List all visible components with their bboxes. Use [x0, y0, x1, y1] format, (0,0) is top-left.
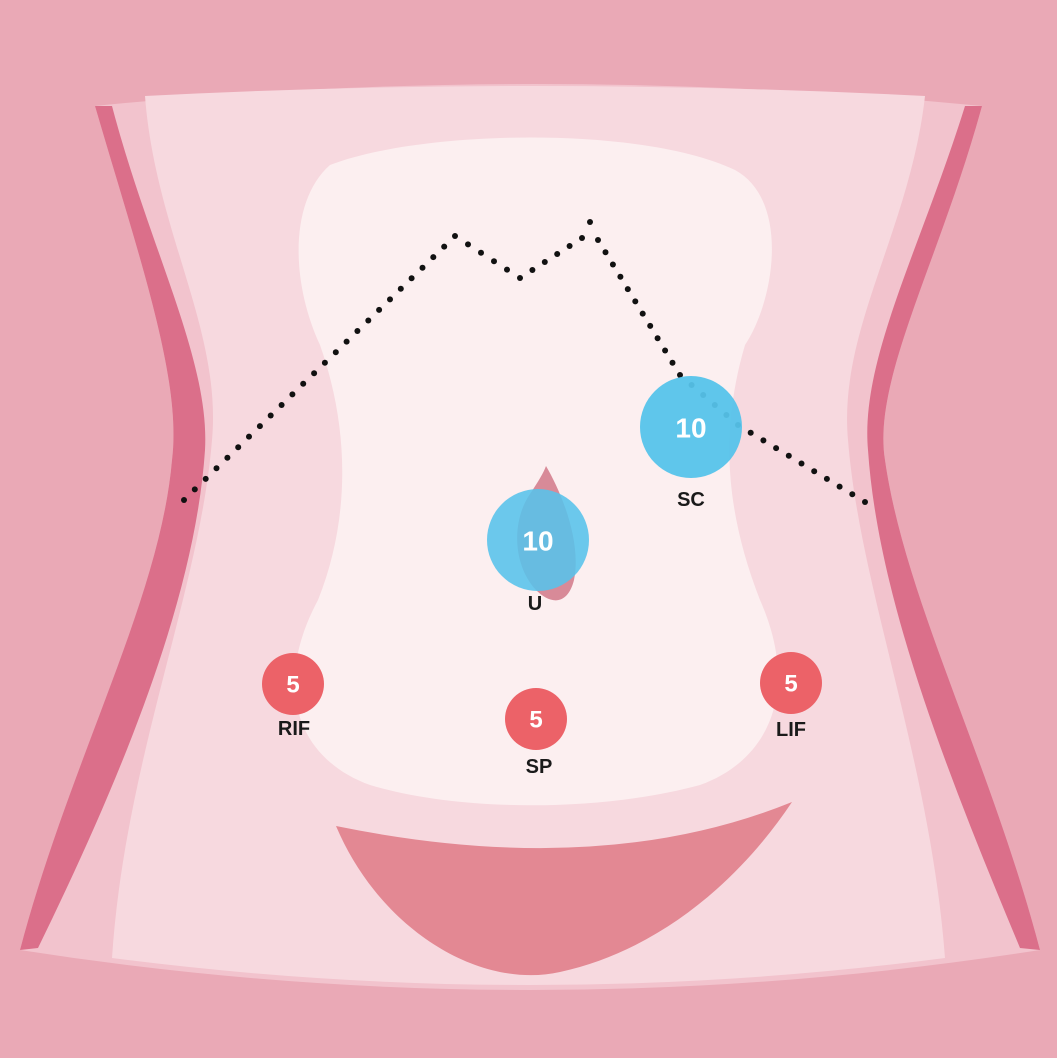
costal-dot [837, 484, 843, 490]
port-u-value: 10 [522, 526, 553, 557]
costal-dot [760, 437, 766, 443]
costal-dot [773, 445, 779, 451]
costal-dot [333, 349, 339, 355]
costal-dot [647, 323, 653, 329]
costal-dot [517, 275, 523, 281]
costal-dot [257, 423, 263, 429]
costal-dot [192, 486, 198, 492]
costal-dot [579, 235, 585, 241]
costal-dot [542, 259, 548, 265]
costal-dot [398, 286, 404, 292]
port-sp-label: SP [526, 756, 553, 778]
costal-dot [625, 286, 631, 292]
costal-dot [441, 244, 447, 250]
costal-dot [670, 360, 676, 366]
costal-dot [824, 476, 830, 482]
costal-dot [365, 318, 371, 324]
costal-dot [595, 237, 601, 243]
port-sc-value: 10 [675, 413, 706, 444]
costal-dot [279, 402, 285, 408]
costal-dot [529, 267, 535, 273]
port-sp-value: 5 [529, 707, 542, 734]
costal-dot [311, 370, 317, 376]
costal-dot [224, 455, 230, 461]
costal-dot [811, 468, 817, 474]
costal-dot [322, 360, 328, 366]
costal-dot [376, 307, 382, 313]
costal-dot [799, 461, 805, 467]
costal-dot [430, 254, 436, 260]
costal-dot [387, 296, 393, 302]
costal-dot [289, 391, 295, 397]
costal-dot [452, 233, 458, 239]
costal-dot [587, 219, 593, 225]
port-lif-value: 5 [784, 671, 797, 698]
port-rif-label: RIF [278, 718, 310, 740]
costal-dot [862, 499, 868, 505]
port-rif-value: 5 [286, 672, 299, 699]
costal-dot [662, 348, 668, 354]
costal-dot [181, 497, 187, 503]
costal-dot [748, 430, 754, 436]
costal-dot [504, 267, 510, 273]
costal-dot [786, 453, 792, 459]
port-sc-label: SC [677, 489, 705, 511]
costal-dot [409, 275, 415, 281]
costal-dot [214, 465, 220, 471]
costal-dot [567, 243, 573, 249]
costal-dot [246, 434, 252, 440]
costal-dot [420, 265, 426, 271]
costal-dot [632, 298, 638, 304]
costal-dot [344, 339, 350, 345]
port-u-label: U [528, 593, 542, 615]
costal-dot [491, 258, 497, 264]
costal-dot [640, 311, 646, 317]
costal-dot [610, 262, 616, 268]
costal-dot [203, 476, 209, 482]
costal-dot [235, 444, 241, 450]
costal-dot [478, 250, 484, 256]
port-lif-label: LIF [776, 719, 806, 741]
costal-dot [354, 328, 360, 334]
costal-dot [554, 251, 560, 257]
costal-dot [603, 249, 609, 255]
costal-dot [465, 241, 471, 247]
costal-dot [617, 274, 623, 280]
costal-dot [849, 491, 855, 497]
costal-dot [268, 413, 274, 419]
costal-dot [300, 381, 306, 387]
costal-dot [655, 335, 661, 341]
